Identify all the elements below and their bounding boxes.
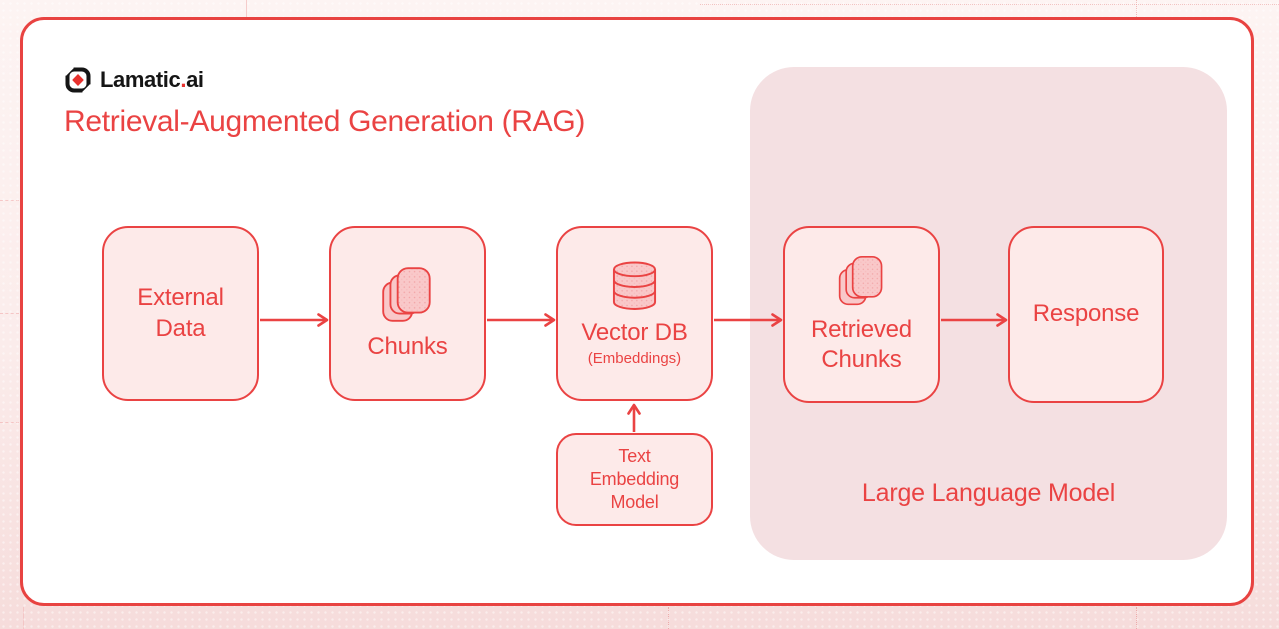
node-label: Retrieved [811,315,912,343]
guide-line [23,607,24,629]
database-icon [612,261,657,310]
llm-label: Large Language Model [861,479,1116,507]
node-label: Response [1032,300,1140,328]
node-sublabel: (Embeddings) [587,350,682,368]
node-retrieved-chunks: Retrieved Chunks [783,226,940,403]
guide-line [1136,607,1137,629]
node-response: Response [1008,226,1164,403]
guide-line [0,313,19,314]
chunks-stack-icon [838,255,882,305]
lamatic-logo-icon [64,66,92,94]
node-label: Chunks [821,346,902,373]
guide-line [246,0,247,18]
node-label: Chunks [367,332,448,360]
guide-line [700,4,1279,5]
brand-logo: Lamatic.ai [64,66,204,94]
brand-dot: . [180,67,187,92]
node-text-embedding-model: Text Embedding Model [556,433,713,526]
node-label: Text [618,445,651,466]
node-chunks: Chunks [329,226,486,401]
node-label: Embedding [589,468,680,489]
guide-line [668,607,669,629]
chunks-stack-icon [381,266,431,322]
node-vector-db: Vector DB (Embeddings) [556,226,713,401]
guide-line [0,200,19,201]
guide-line [0,422,19,423]
guide-line [1136,0,1137,17]
page-title: Retrieval-Augmented Generation (RAG) [64,105,586,138]
node-external-data: External Data [102,226,259,401]
brand-wordmark: Lamatic.ai [100,67,204,92]
node-label: Model [610,492,659,513]
node-label: External [137,284,224,312]
node-label: Data [155,314,206,342]
node-label: Vector DB [581,318,688,346]
